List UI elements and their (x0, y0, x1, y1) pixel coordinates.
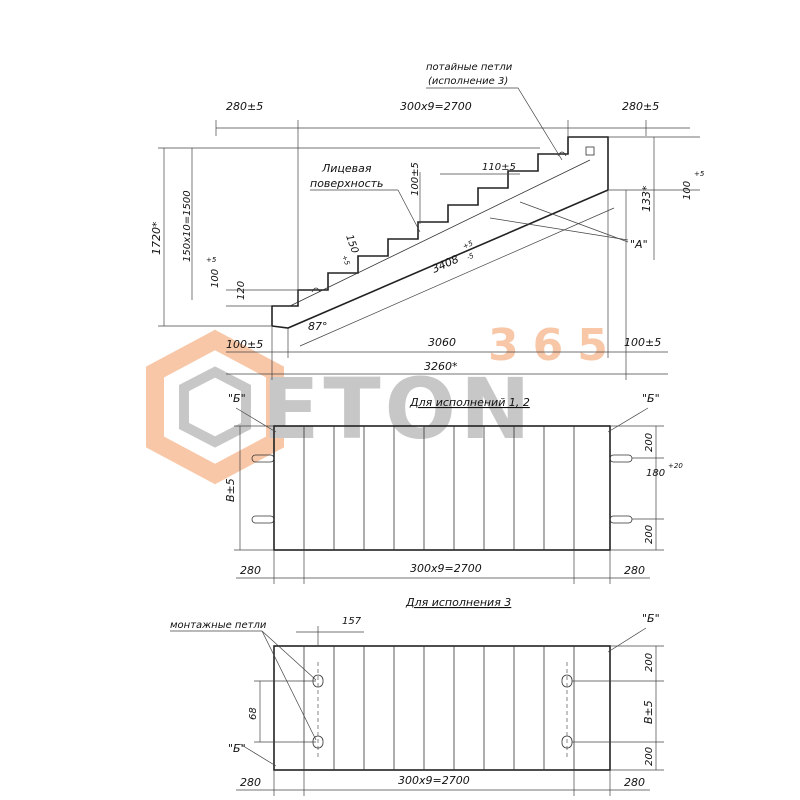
dim-100: 100 (210, 269, 221, 288)
plan-view-12: Для исполнений 1, 2 "Б" "Б" B±5 (224, 392, 683, 584)
face-label-line1: Лицевая (321, 162, 372, 175)
plan12-dim-right-top: 200 (644, 433, 655, 452)
plan3-dim-68: 68 (248, 707, 259, 720)
plan12-dim-bottom-right: 280 (624, 564, 645, 577)
plan12-outline (273, 425, 611, 551)
watermark-brand: ETON (262, 360, 534, 458)
dim-150x10: 150х10=1500 (182, 190, 193, 262)
dim-150: 150 (343, 233, 360, 255)
plan3-title: Для исполнения 3 (405, 596, 511, 609)
plan3-dim-right-top: 200 (644, 653, 655, 672)
dim-bottom-left: 100±5 (226, 338, 263, 351)
plan-view-3: Для исполнения 3 монтажные петли 157 (170, 596, 664, 796)
plan3-dim-right-mid: B±5 (642, 700, 655, 724)
plan3-mount-leader2 (261, 630, 317, 741)
dim-right-100: 100 (682, 181, 693, 200)
dim-step-100: 100±5 (410, 162, 421, 196)
plan3-dim-bottom-right: 280 (624, 776, 645, 789)
watermark-hexagon (146, 329, 284, 485)
hinge-box (585, 146, 595, 156)
plan3-label-B-left: "Б" (228, 742, 246, 755)
plan3-dim-right-bot: 200 (644, 747, 655, 766)
hinge-note-leader (426, 87, 563, 161)
dim-120: 120 (236, 281, 247, 300)
label-A-leader2 (519, 201, 629, 243)
dim-133: 133* (640, 185, 653, 212)
plan3-dim-157: 157 (342, 616, 362, 627)
plan12-dim-right-bot: 200 (644, 525, 655, 544)
dim-step-110: 110±5 (482, 162, 516, 173)
dim-top-left: 280±5 (226, 100, 263, 113)
face-label-line2: поверхность (310, 177, 384, 190)
watermark: 365 ETON (146, 320, 622, 485)
plan3-outline (273, 645, 611, 771)
plan12-loop-left-top (251, 454, 275, 463)
watermark-hexagon-inner (179, 366, 251, 448)
angle-87: 87° (308, 320, 328, 333)
dim-bottom-3060: 3060 (428, 336, 456, 349)
label-A: "А" (630, 238, 648, 251)
plan12-dim-right-mid: 180 (646, 468, 665, 479)
dim-150-sup: +5 (340, 254, 351, 267)
dim-bottom-3260: 3260* (424, 360, 458, 373)
dim-3408: 3408 (430, 252, 461, 275)
elevation-view: 280±5 300x9=2700 280±5 потайные петли (и… (150, 62, 705, 380)
dim-3408-sup-bot: -5 (466, 251, 476, 261)
hinge-symbol-left (311, 287, 321, 293)
dim-line-slope (299, 207, 615, 347)
plan3-mount-leader1 (261, 630, 317, 681)
plan3-step-lines (303, 646, 575, 770)
hinge-note-line2: (исполнение 3) (428, 76, 508, 87)
hinge-note-line1: потайные петли (426, 62, 513, 73)
watermark-number: 365 (488, 320, 622, 371)
plan3-mount-note: монтажные петли (170, 620, 267, 631)
plan12-dim-left: B±5 (224, 478, 237, 502)
plan3-dim-bottom-left: 280 (240, 776, 261, 789)
stair-inner-line (289, 159, 591, 307)
plan3-dim-bottom-mid: 300x9=2700 (398, 774, 470, 787)
plan3-label-B-right: "Б" (642, 612, 660, 625)
plan12-loop-left-bottom (251, 515, 275, 524)
plan12-loop-right-top (609, 454, 633, 463)
dim-top-right: 280±5 (622, 100, 659, 113)
dim-1720: 1720* (150, 221, 163, 255)
face-label-leader (397, 189, 421, 233)
plan12-loop-right-bottom (609, 515, 633, 524)
plan12-label-B-left: "Б" (228, 392, 246, 405)
dim-100-sup: +5 (206, 256, 217, 264)
dim-right-100-sup: +5 (694, 170, 705, 178)
plan12-label-B-right: "Б" (642, 392, 660, 405)
plan12-step-lines (303, 426, 575, 550)
label-A-leader1 (489, 217, 629, 241)
plan12-dim-bottom-mid: 300x9=2700 (410, 562, 482, 575)
plan12-dim-right-mid-sup: +20 (668, 462, 683, 470)
dim-3408-sup-top: +5 (462, 239, 475, 251)
dim-bottom-right: 100±5 (624, 336, 661, 349)
plan12-title: Для исполнений 1, 2 (409, 396, 530, 409)
dim-top-mid: 300x9=2700 (400, 100, 472, 113)
plan12-dim-bottom-left: 280 (240, 564, 261, 577)
